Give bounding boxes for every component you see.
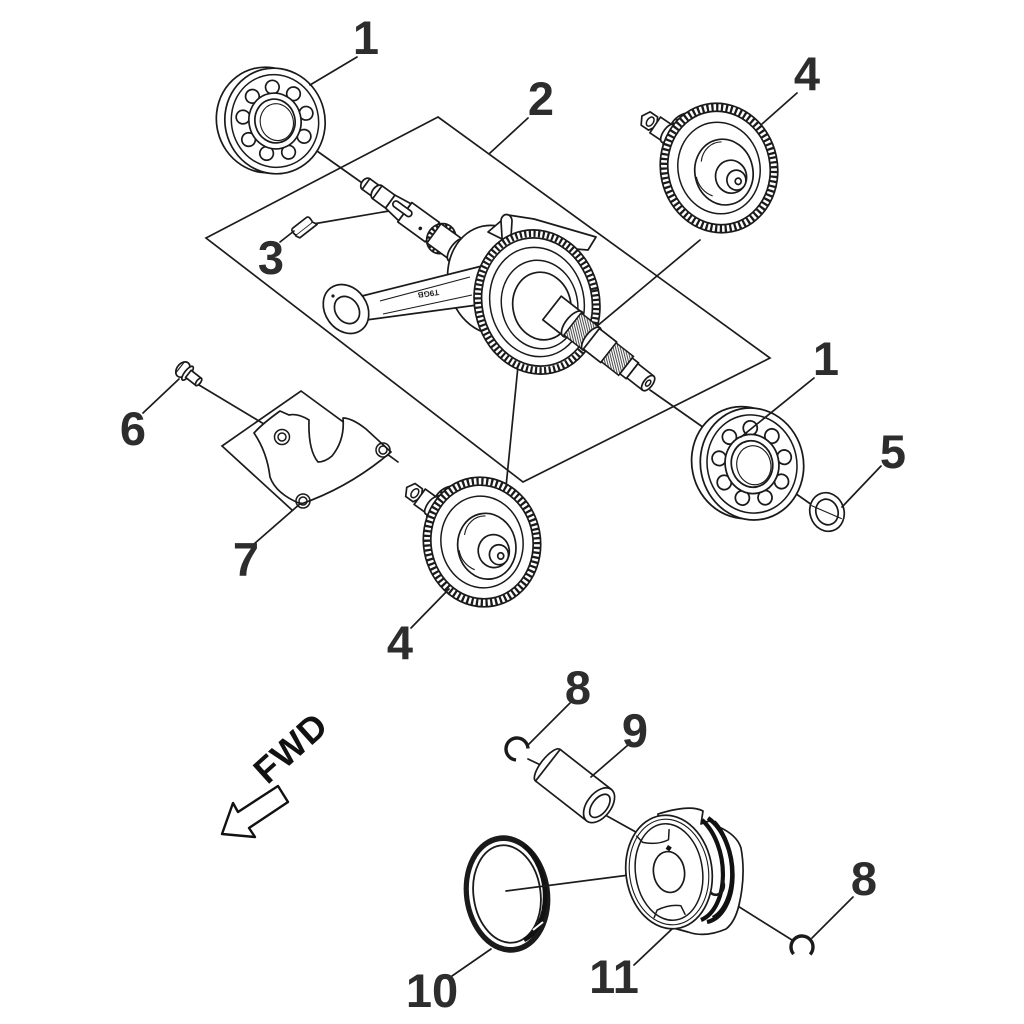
callout-piston: 11 (589, 928, 673, 1003)
fwd-direction-indicator: FWD (220, 704, 336, 839)
crank-output-shaft (541, 295, 656, 392)
ball-bearing-right (680, 394, 815, 533)
callout-number: 8 (565, 661, 591, 714)
woodruff-key (291, 216, 319, 239)
callout-bearing-left: 1 (309, 11, 379, 86)
callout-piston-pin: 9 (590, 704, 648, 778)
crank-primary-gear (473, 229, 601, 375)
piston-pin (533, 748, 616, 824)
callout-number: 8 (851, 852, 877, 905)
callout-lock-washer: 5 (841, 425, 906, 508)
callout-bearing-right: 1 (740, 332, 839, 438)
callouts: 1 2 3 4 1 5 6 7 (120, 11, 906, 1017)
callout-balance-gear-bottom: 4 (387, 588, 450, 669)
flange-bolt (174, 361, 203, 387)
callout-number: 9 (622, 704, 648, 757)
connecting-rod: T9GB (322, 265, 493, 335)
callout-number: 2 (528, 72, 554, 125)
callout-number: 6 (120, 402, 146, 455)
callout-crankshaft: 2 (489, 72, 554, 154)
fwd-label: FWD (245, 704, 336, 791)
ball-bearing-left (204, 53, 338, 188)
crankshaft-assembly: T9GB (291, 177, 656, 392)
callout-woodruff-key: 3 (258, 230, 295, 284)
callout-number: 4 (387, 616, 413, 669)
callout-number: 4 (794, 47, 820, 100)
balance-gear-top (635, 92, 790, 243)
lock-washer (808, 491, 846, 533)
callout-number: 10 (406, 964, 458, 1017)
callout-circlip-upper: 8 (526, 661, 591, 747)
callout-number: 11 (589, 950, 639, 1003)
callout-cover-plate: 7 (233, 502, 302, 586)
callout-number: 1 (353, 11, 379, 64)
callout-flange-bolt: 6 (120, 378, 180, 455)
callout-number: 7 (233, 533, 259, 586)
cover-plate (253, 410, 392, 509)
callout-balance-gear-top: 4 (761, 47, 820, 125)
callout-circlip-right: 8 (811, 852, 877, 939)
callout-number: 3 (258, 231, 284, 284)
callout-number: 1 (813, 332, 839, 385)
callout-piston-ring-set: 10 (406, 948, 492, 1017)
fwd-arrow (220, 784, 290, 839)
callout-number: 5 (880, 425, 906, 478)
piston-ring-set (463, 835, 551, 953)
piston (624, 807, 744, 936)
circlip-upper (503, 735, 531, 763)
crankshaft-boundary-rhombus (204, 116, 772, 483)
balance-gear-bottom (395, 463, 555, 620)
rod-marking: T9GB (417, 288, 440, 300)
